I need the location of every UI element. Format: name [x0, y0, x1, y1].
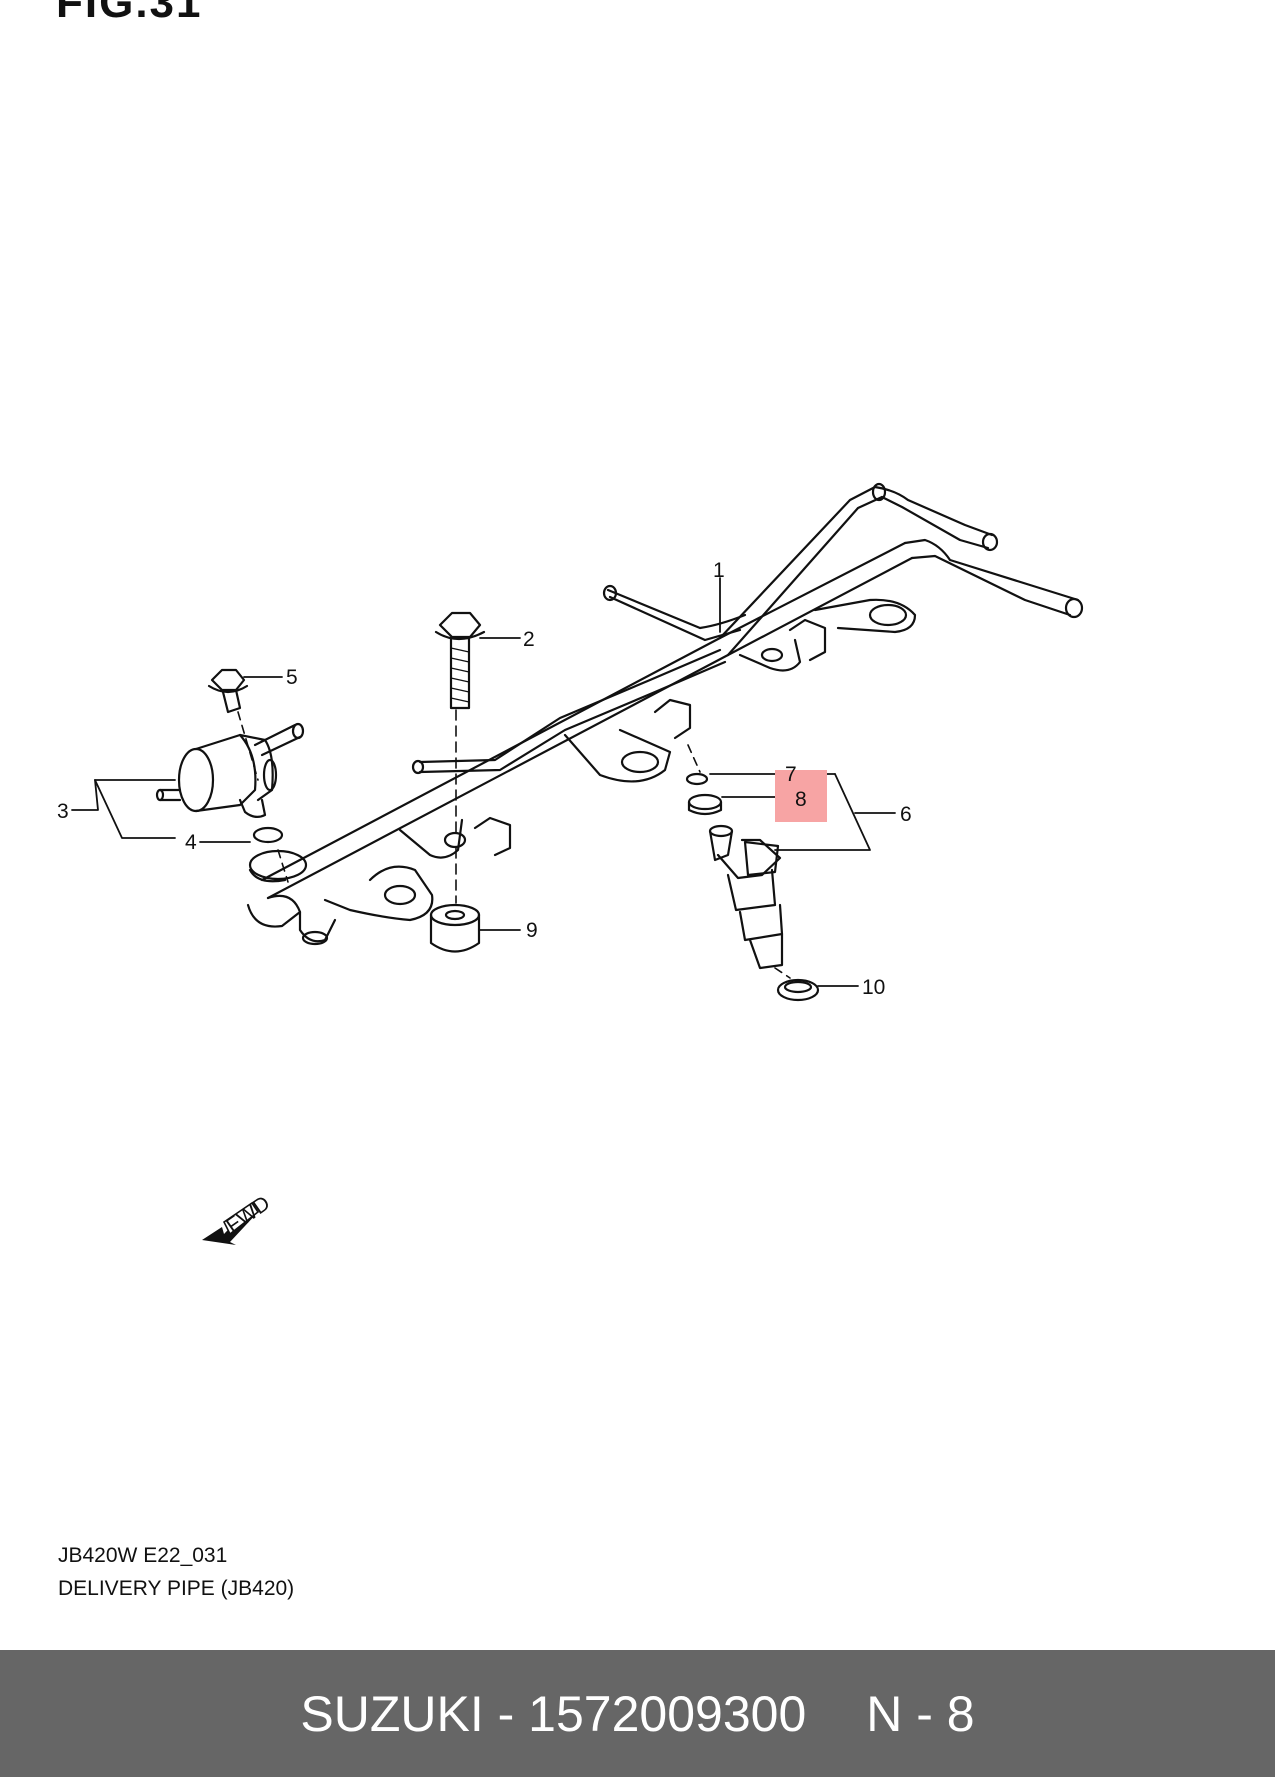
callout-4[interactable]: 4 — [185, 831, 197, 854]
position-text: N - 8 — [866, 1685, 975, 1742]
parts-diagram: 1 2 3 4 5 6 7 8 9 10 FWD — [57, 482, 1084, 1245]
o-ring-4 — [199, 826, 308, 883]
callout-5[interactable]: 5 — [286, 666, 298, 689]
callout-2[interactable]: 2 — [523, 628, 535, 651]
callout-8[interactable]: 8 — [795, 788, 807, 811]
bolt-5 — [207, 668, 283, 781]
callout-7[interactable]: 7 — [785, 763, 797, 786]
seal-8 — [687, 793, 777, 816]
fwd-arrow-icon: FWD — [202, 1192, 274, 1245]
callout-8-highlight — [775, 770, 827, 822]
cushion-10 — [774, 967, 859, 1002]
callout-9[interactable]: 9 — [526, 919, 538, 942]
footer-bar: SUZUKI - 1572009300 N - 8 — [0, 1650, 1275, 1777]
grommet-9 — [429, 847, 521, 953]
figure-code: JB420W E22_031 — [58, 1544, 228, 1567]
callout-3[interactable]: 3 — [57, 800, 69, 823]
callout-6[interactable]: 6 — [900, 803, 912, 826]
o-ring-7 — [685, 744, 783, 786]
figure-title: DELIVERY PIPE (JB420) — [58, 1577, 295, 1600]
delivery-pipe — [246, 482, 1084, 946]
pressure-regulator-3 — [71, 722, 305, 839]
figure-label: FIG.31 — [56, 0, 203, 27]
bolt-2 — [434, 611, 521, 836]
fwd-label: FWD — [222, 1192, 274, 1238]
part-number-text: SUZUKI - 1572009300 — [300, 1685, 807, 1742]
callout-10[interactable]: 10 — [862, 976, 885, 999]
callout-1[interactable]: 1 — [713, 559, 725, 582]
